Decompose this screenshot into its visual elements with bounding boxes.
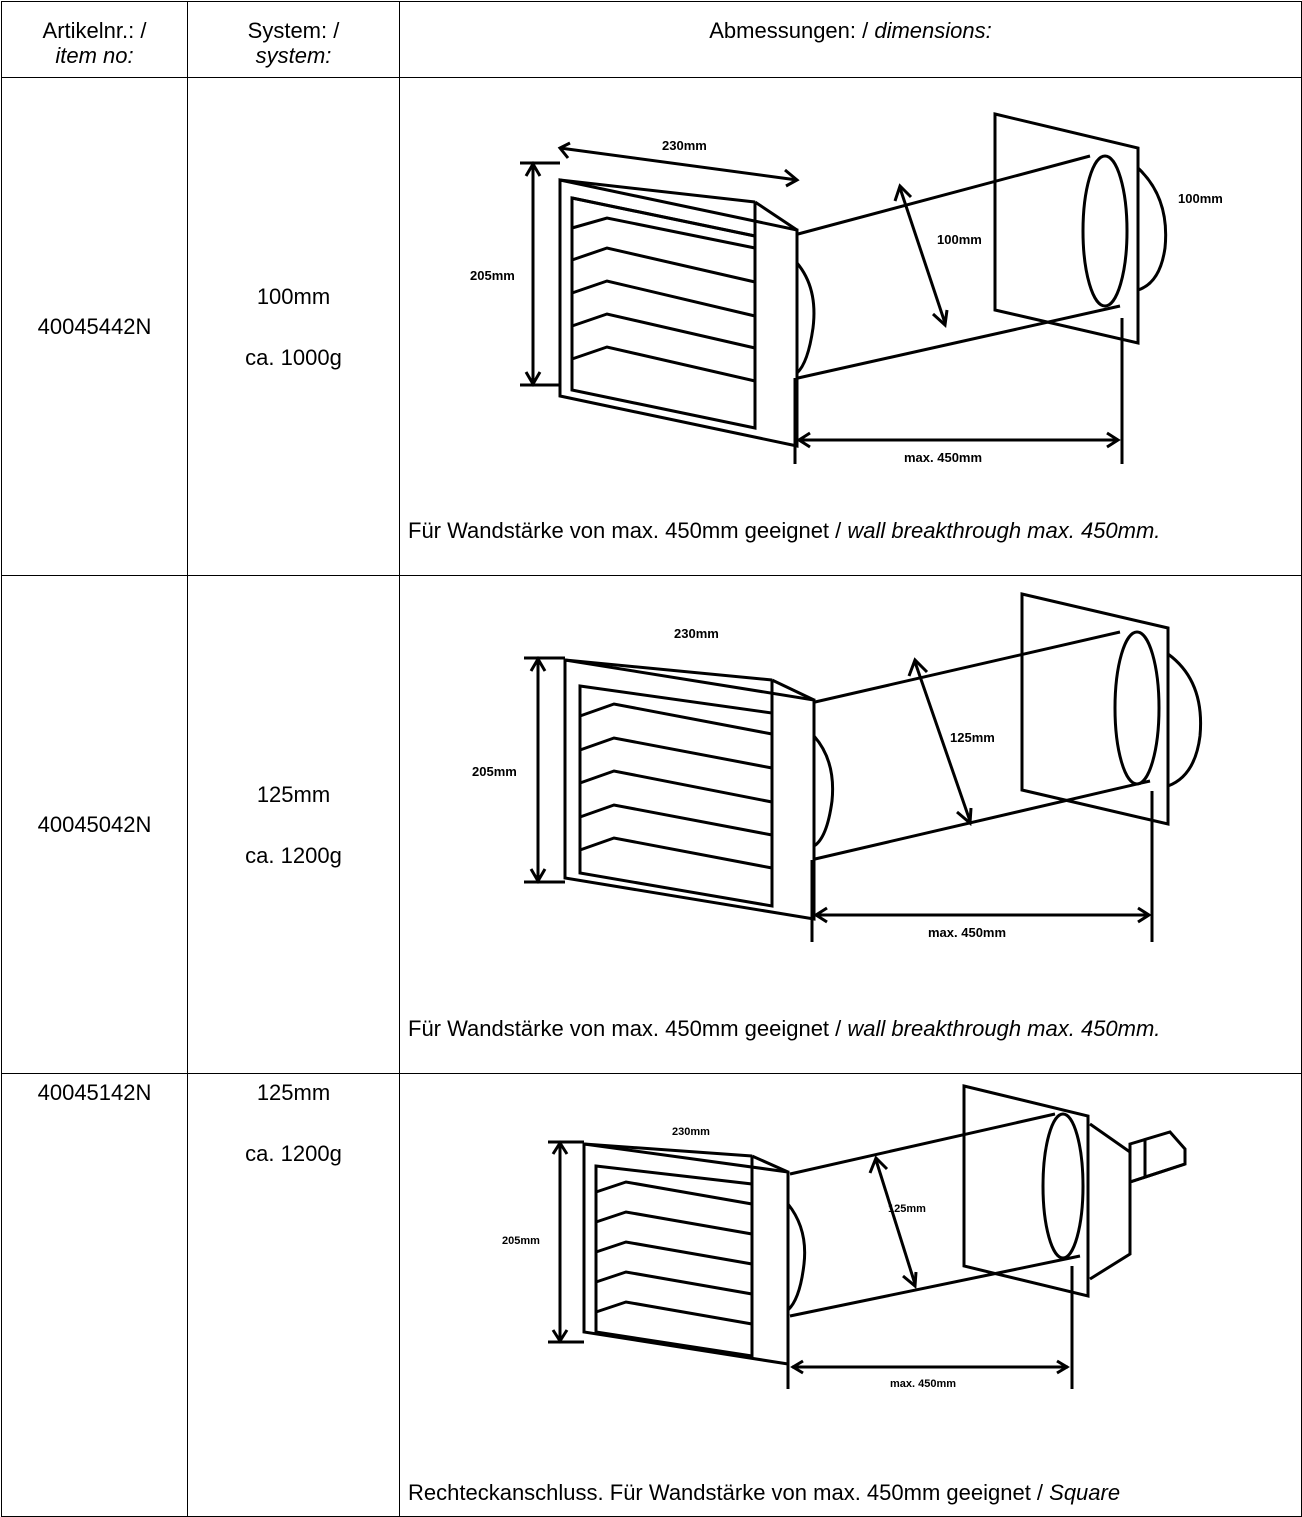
dimension-cell: 230mm 205mm 125mm max. 450mm Für Wandstä… [399,575,1302,1074]
dimension-cell: 230mm 205mm 100mm 100mm max. 450mm Für W… [399,77,1302,576]
weight: ca. 1200g [245,1141,342,1166]
header-system-en: system: [255,43,332,68]
label-height: 205mm [472,764,517,779]
system-cell: 125mm ca. 1200g [187,575,400,1074]
header-system-de: System: / [247,18,340,43]
header-row: Artikelnr.: / item no: System: / system:… [1,1,1302,78]
note: Für Wandstärke von max. 450mm geeignet /… [400,1016,1301,1043]
label-width: 230mm [662,138,707,153]
system-cell: 125mm ca. 1200g [187,1073,400,1517]
label-pipe: 100mm [937,232,982,247]
system-size: 125mm [256,1080,331,1105]
item-number: 40045442N [1,77,188,576]
note-de: Für Wandstärke von max. 450mm geeignet / [408,518,848,543]
system-cell: 100mm ca. 1000g [187,77,400,576]
note-en: wall breakthrough max. 450mm. [847,518,1161,543]
wall-vent-drawing: 230mm 205mm 125mm max. 450mm [472,592,1203,942]
note-de: Rechteckanschluss. Für Wandstärke von ma… [408,1480,1050,1505]
label-width: 230mm [674,626,719,641]
header-item-en: item no: [55,43,134,68]
item-number: 40045042N [1,575,188,1074]
header-system: System: / system: [187,1,400,78]
dimension-cell: 230mm 205mm 125mm max. 450mm Rechteckans… [399,1073,1302,1517]
note: Für Wandstärke von max. 450mm geeignet /… [400,518,1301,545]
table-row: 40045042N 125mm ca. 1200g [1,575,1302,1074]
item-number: 40045142N [1,1073,188,1517]
note-en: wall breakthrough max. 450mm. [847,1016,1161,1041]
weight: ca. 1000g [245,344,342,370]
table-row: 40045142N 125mm ca. 1200g [1,1073,1302,1517]
system-size: 100mm [256,283,331,309]
header-item-no: Artikelnr.: / item no: [1,1,188,78]
label-height: 205mm [470,268,515,283]
header-dimensions: Abmessungen: / dimensions: [399,1,1302,78]
label-pipe: 125mm [888,1203,926,1215]
wall-vent-drawing: 230mm 205mm 125mm max. 450mm [502,1084,1187,1390]
weight: ca. 1200g [245,842,342,868]
header-item-de: Artikelnr.: / [42,18,147,43]
system-size: 125mm [256,781,331,807]
label-wall: max. 450mm [890,1378,956,1390]
label-wall: max. 450mm [904,450,982,465]
label-pipe: 125mm [950,730,995,745]
header-dims-en: dimensions: [874,18,992,43]
note-de: Für Wandstärke von max. 450mm geeignet / [408,1016,848,1041]
label-flange: 100mm [1178,191,1223,206]
label-height: 205mm [502,1235,540,1247]
wall-vent-drawing: 230mm 205mm 100mm 100mm max. 450mm [470,112,1223,465]
note-en: Square [1049,1480,1121,1505]
label-wall: max. 450mm [928,925,1006,940]
note: Rechteckanschluss. Für Wandstärke von ma… [400,1480,1301,1507]
header-dims-de: Abmessungen: / [709,18,875,43]
label-width: 230mm [672,1126,710,1138]
table-row: 40045442N 100mm ca. 1000g [1,77,1302,576]
